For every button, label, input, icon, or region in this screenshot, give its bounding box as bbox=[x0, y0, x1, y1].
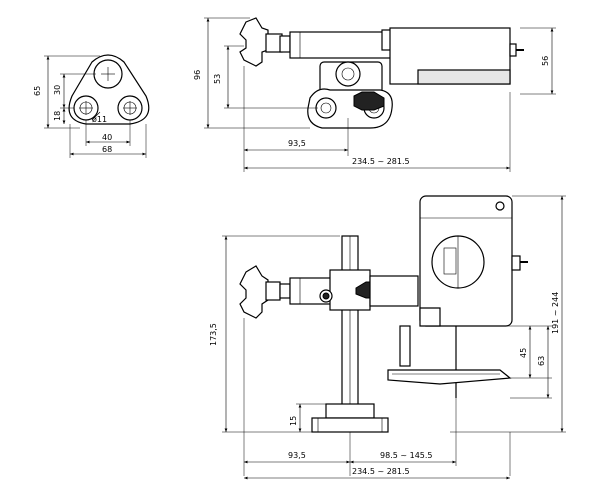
top-view: 96 53 56 93,5 234.5 ~ 281.5 bbox=[193, 17, 556, 172]
dim-56: 56 bbox=[541, 56, 550, 66]
dim-191-244: 191 ~ 244 bbox=[551, 292, 560, 334]
dim-63: 63 bbox=[537, 356, 546, 366]
column-collar bbox=[325, 403, 375, 419]
switch-front bbox=[511, 255, 521, 271]
dim-18: 18 bbox=[53, 111, 62, 121]
motor-base-strip bbox=[417, 69, 511, 85]
handwheel-top bbox=[239, 17, 269, 67]
dim-mid-front: 98.5 ~ 145.5 bbox=[380, 451, 433, 460]
dim-68: 68 bbox=[102, 145, 112, 154]
dim-93-5-top: 93,5 bbox=[288, 139, 306, 148]
dim-total-front: 234.5 ~ 281.5 bbox=[352, 467, 410, 476]
spindle-extension bbox=[369, 275, 419, 307]
shaft-collar-top bbox=[279, 35, 291, 53]
dim-65: 65 bbox=[33, 86, 42, 96]
switch-top bbox=[509, 43, 517, 57]
dim-93-5-front: 93,5 bbox=[288, 451, 306, 460]
dim-45: 45 bbox=[519, 348, 528, 358]
base-foot bbox=[311, 417, 389, 433]
dim-96: 96 bbox=[193, 70, 202, 80]
clamp-knob-top bbox=[353, 91, 385, 111]
base-plate-view: 65 30 18 ø11 40 68 bbox=[33, 54, 150, 158]
dim-hole-diameter: ø11 bbox=[92, 115, 107, 124]
cutter-guard bbox=[387, 369, 512, 385]
clamp-block-front bbox=[329, 269, 371, 311]
dim-53: 53 bbox=[213, 74, 222, 84]
center-marks bbox=[79, 67, 137, 115]
handwheel-front bbox=[239, 265, 269, 319]
clamp-ring-top bbox=[335, 61, 361, 87]
dim-15: 15 bbox=[289, 416, 298, 426]
dim-40: 40 bbox=[102, 133, 112, 142]
dim-total-top: 234.5 ~ 281.5 bbox=[352, 157, 410, 166]
spindle-body-top bbox=[289, 31, 393, 59]
handwheel-hub-front bbox=[265, 281, 281, 301]
dim-173-5: 173,5 bbox=[209, 323, 218, 346]
front-view: 173,5 191 ~ 244 45 63 15 93,5 98.5 ~ 145… bbox=[209, 195, 566, 480]
dim-30: 30 bbox=[53, 85, 62, 95]
